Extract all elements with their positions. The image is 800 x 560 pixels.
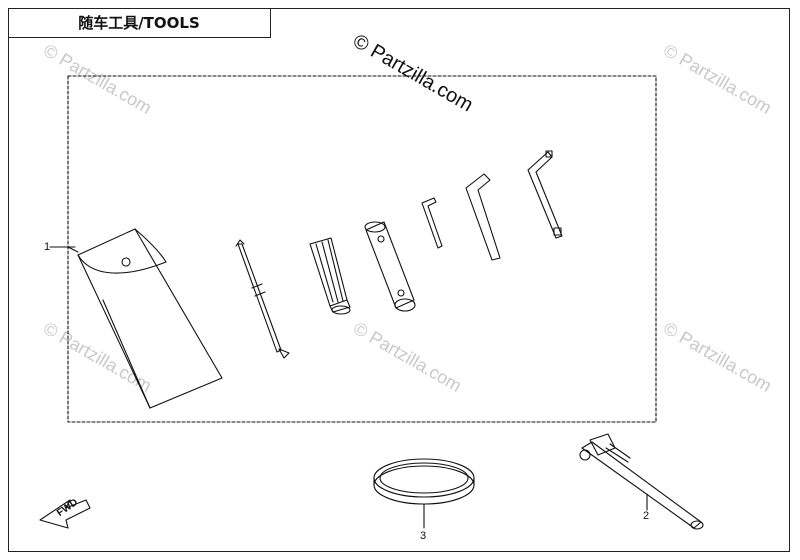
- kit-boundary: [67, 75, 657, 423]
- callout-3: 3: [420, 530, 427, 542]
- leader-line-1b: [67, 246, 79, 253]
- box-spanner-icon: [364, 221, 416, 312]
- callout-2: 2: [643, 510, 650, 522]
- ring-belt-icon: [373, 458, 475, 505]
- screwdriver-handle-icon: [309, 237, 351, 315]
- tool-pouch-icon: [77, 228, 223, 409]
- screwdriver-bit-icon: [235, 239, 290, 359]
- fwd-arrow-icon: [39, 499, 91, 529]
- small-hex-key-icon: [421, 197, 443, 249]
- callout-1: 1: [44, 241, 51, 253]
- outer-frame: [8, 8, 790, 552]
- medium-hex-key-icon: [465, 173, 501, 261]
- page-title: 随车工具/TOOLS: [8, 8, 271, 38]
- spanner-handle-icon: [579, 433, 704, 530]
- large-hex-key-icon: [527, 150, 563, 239]
